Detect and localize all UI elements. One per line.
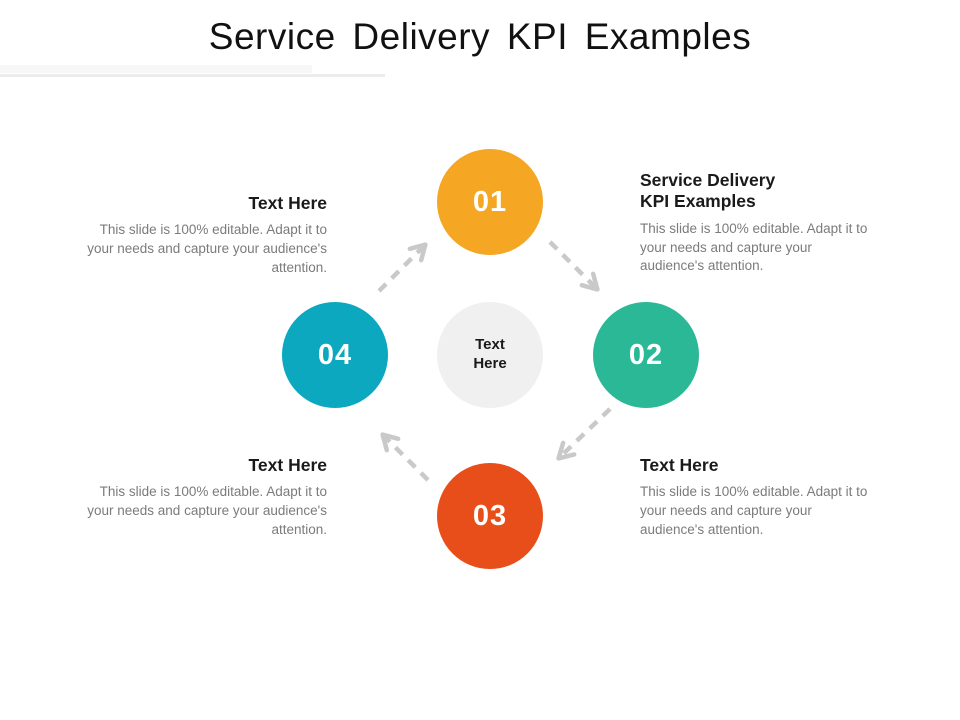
- arrow-04-to-01-icon: [377, 242, 428, 293]
- title-underline-thin: [0, 74, 385, 77]
- callout-bottom-left[interactable]: Text Here This slide is 100% editable. A…: [85, 455, 327, 540]
- callout-body: This slide is 100% editable. Adapt it to…: [640, 484, 868, 538]
- callout-body: This slide is 100% editable. Adapt it to…: [87, 484, 327, 538]
- callout-top-right[interactable]: Service Delivery KPI Examples This slide…: [640, 170, 878, 276]
- title-underline: [0, 65, 312, 73]
- callout-top-left[interactable]: Text Here This slide is 100% editable. A…: [85, 193, 327, 278]
- arrow-03-to-04-icon: [380, 432, 430, 482]
- callout-heading: Service Delivery KPI Examples: [640, 170, 776, 212]
- node-number-04: 04: [317, 338, 353, 371]
- center-circle[interactable]: Text Here: [437, 302, 543, 408]
- callout-heading: Text Here: [640, 455, 719, 475]
- node-circle-03[interactable]: 03: [437, 463, 543, 569]
- slide-title[interactable]: Service Delivery KPI Examples: [208, 16, 752, 57]
- callout-body: This slide is 100% editable. Adapt it to…: [87, 222, 327, 276]
- node-circle-01[interactable]: 01: [437, 149, 543, 255]
- node-number-03: 03: [472, 499, 508, 532]
- callout-heading: Text Here: [248, 193, 327, 213]
- callout-heading: Text Here: [248, 455, 327, 475]
- node-number-02: 02: [628, 338, 664, 371]
- callout-body: This slide is 100% editable. Adapt it to…: [640, 220, 868, 274]
- callout-bottom-right[interactable]: Text Here This slide is 100% editable. A…: [640, 455, 878, 540]
- node-number-01: 01: [472, 185, 508, 218]
- arrow-02-to-03-icon: [556, 407, 612, 461]
- node-circle-02[interactable]: 02: [593, 302, 699, 408]
- center-circle-label: Text Here: [473, 336, 507, 372]
- node-circle-04[interactable]: 04: [282, 302, 388, 408]
- arrow-01-to-02-icon: [548, 240, 600, 292]
